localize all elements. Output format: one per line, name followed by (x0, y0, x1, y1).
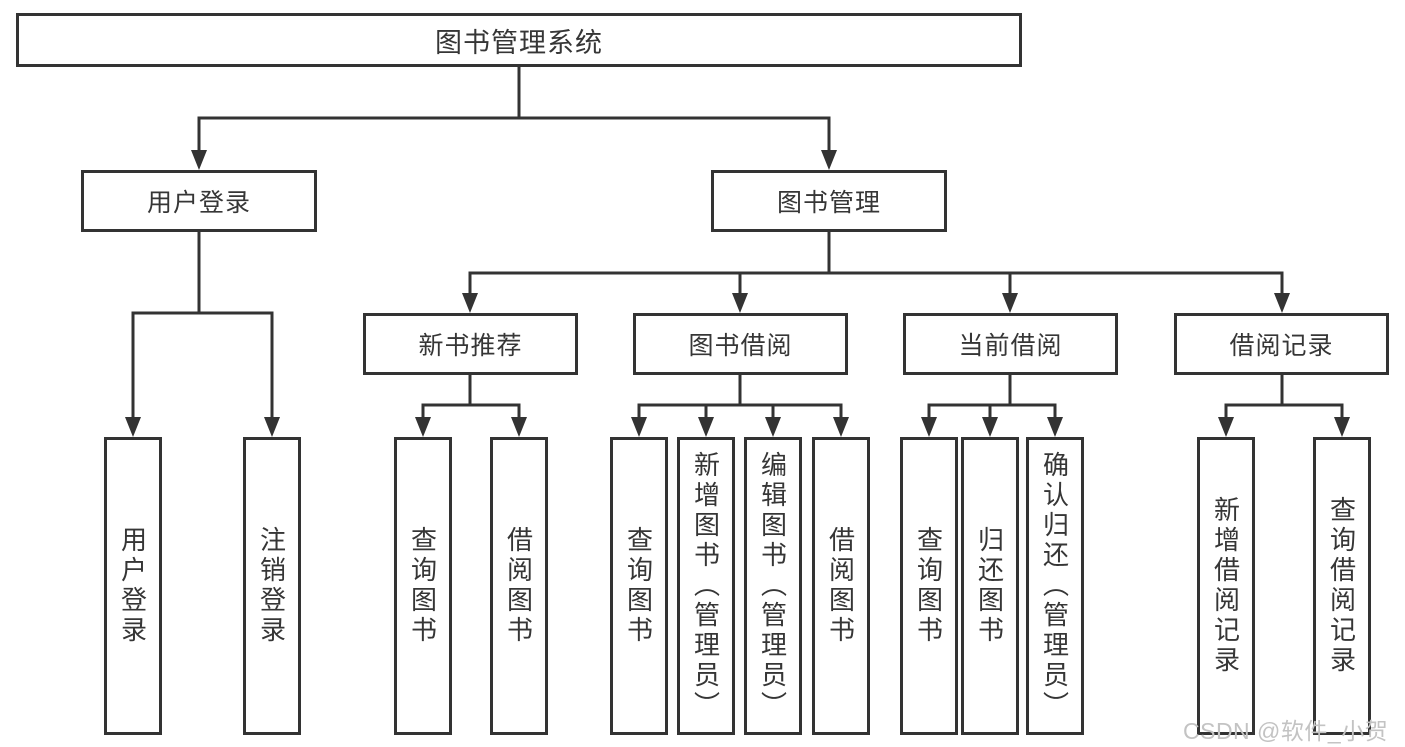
arrowhead-icon (191, 150, 207, 170)
arrowhead-icon (1047, 417, 1063, 437)
arrowhead-icon (732, 293, 748, 313)
arrowhead-icon (765, 417, 781, 437)
node-user-login: 用户登录 (81, 170, 317, 232)
arrowhead-icon (698, 417, 714, 437)
leaf-borrow-book-1: 借阅图书 (490, 437, 548, 735)
csdn-watermark: CSDN @软件_小贺同学 (1183, 718, 1389, 744)
node-root: 图书管理系统 (16, 13, 1022, 67)
node-current-borrow: 当前借阅 (903, 313, 1118, 375)
arrowhead-icon (1002, 293, 1018, 313)
arrowhead-icon (125, 417, 141, 437)
leaf-user-login: 用户登录 (104, 437, 162, 735)
leaf-add-borrow-record: 新增借阅记录 (1197, 437, 1255, 735)
leaf-query-book-2: 查询图书 (610, 437, 668, 735)
node-book-borrow: 图书借阅 (633, 313, 848, 375)
leaf-return-book: 归还图书 (961, 437, 1019, 735)
node-book-management: 图书管理 (711, 170, 947, 232)
leaf-add-book-admin: 新增图书（管理员） (677, 437, 735, 735)
leaf-query-borrow-record: 查询借阅记录 (1313, 437, 1371, 735)
node-borrow-records: 借阅记录 (1174, 313, 1389, 375)
arrowhead-icon (1218, 417, 1234, 437)
leaf-query-book-3: 查询图书 (900, 437, 958, 735)
leaf-edit-book-admin: 编辑图书（管理员） (744, 437, 802, 735)
leaf-query-book-1: 查询图书 (394, 437, 452, 735)
arrowhead-icon (462, 293, 478, 313)
arrowhead-icon (415, 417, 431, 437)
leaf-borrow-book-2: 借阅图书 (812, 437, 870, 735)
leaf-confirm-return-admin: 确认归还（管理员） (1026, 437, 1084, 735)
arrowhead-icon (982, 417, 998, 437)
arrowhead-icon (1274, 293, 1290, 313)
leaf-logout: 注销登录 (243, 437, 301, 735)
arrowhead-icon (833, 417, 849, 437)
arrowhead-icon (264, 417, 280, 437)
arrowhead-icon (1334, 417, 1350, 437)
arrowhead-icon (921, 417, 937, 437)
node-new-book-recommend: 新书推荐 (363, 313, 578, 375)
arrowhead-icon (511, 417, 527, 437)
arrowhead-icon (631, 417, 647, 437)
arrowhead-icon (821, 150, 837, 170)
